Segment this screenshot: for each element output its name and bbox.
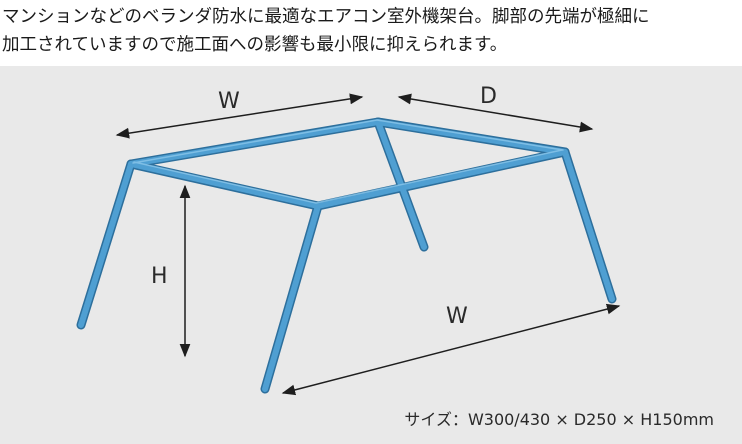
description-line-1: マンションなどのベランダ防水に最適なエアコン室外機架台。脚部の先端が極細に (2, 7, 650, 27)
height-label: H (151, 264, 168, 289)
width-label-top: W (218, 89, 240, 114)
front-crossbar (128, 149, 568, 209)
depth-label: D (480, 84, 497, 109)
depth-arrow (397, 93, 594, 133)
product-description: マンションなどのベランダ防水に最適なエアコン室外機架台。脚部の先端が極細に 加工… (2, 3, 740, 59)
frame-highlight (132, 119, 564, 204)
width-bottom-arrow (281, 303, 621, 396)
size-spec: サイズ：W300/430 × D250 × H150mm (404, 410, 714, 429)
product-figure: W D H W サイズ：W300/430 × D250 × H150mm (0, 66, 742, 444)
stand-illustration: W D H W (76, 84, 621, 396)
front-left-leg (78, 119, 381, 328)
width-label-bottom: W (446, 304, 468, 329)
back-right-leg (375, 119, 615, 302)
description-line-2: 加工されていますので施工面への影響も最小限に抑えられます。 (2, 35, 508, 55)
width-top-arrow (115, 93, 364, 139)
front-right-leg (262, 203, 321, 392)
